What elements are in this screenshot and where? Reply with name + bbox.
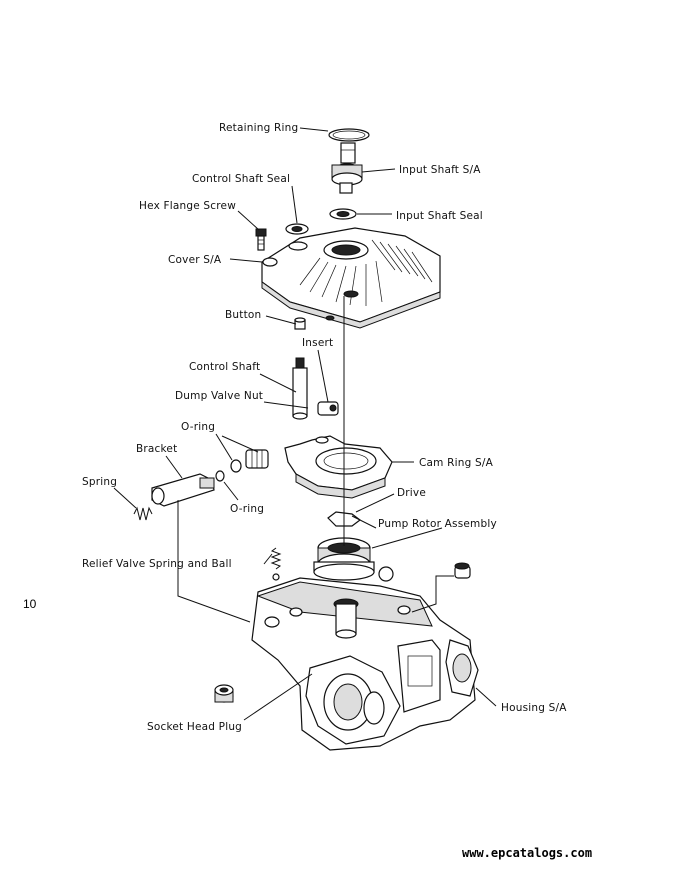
label-drive: Drive	[397, 487, 426, 499]
part-labels: Retaining Ring Input Shaft S/A Control S…	[82, 122, 567, 733]
input-shaft-seal-part	[329, 208, 357, 220]
label-button: Button	[225, 309, 261, 321]
label-o-ring-lower: O-ring	[230, 503, 264, 515]
page-number: 10	[23, 597, 37, 611]
cover-part	[261, 227, 441, 329]
label-socket-head-plug: Socket Head Plug	[147, 721, 242, 733]
o-ring-upper-part	[230, 459, 242, 473]
housing-part	[251, 577, 479, 751]
label-cover-sa: Cover S/A	[168, 254, 222, 266]
watermark: www.epcatalogs.com	[462, 846, 592, 860]
control-shaft-part	[292, 357, 308, 420]
cam-ring-part	[284, 435, 393, 499]
button-part	[294, 317, 306, 330]
insert-part	[317, 401, 339, 416]
label-input-shaft-sa: Input Shaft S/A	[399, 164, 481, 176]
label-o-ring-upper: O-ring	[181, 421, 215, 433]
bracket-part	[151, 473, 215, 507]
relief-valve-spring-part	[270, 547, 282, 581]
plug-right-part	[454, 562, 471, 579]
o-ring-lower-part	[215, 470, 225, 482]
label-housing-sa: Housing S/A	[501, 702, 567, 714]
input-shaft-part	[331, 142, 363, 194]
ball-part	[378, 566, 394, 582]
label-cam-ring-sa: Cam Ring S/A	[419, 457, 494, 469]
label-relief-valve-spring-and-ball: Relief Valve Spring and Ball	[82, 558, 232, 570]
label-input-shaft-seal: Input Shaft Seal	[396, 210, 483, 222]
label-hex-flange-screw: Hex Flange Screw	[139, 200, 236, 212]
label-insert: Insert	[302, 337, 333, 349]
dump-valve-nut-part	[245, 449, 269, 469]
label-spring: Spring	[82, 476, 117, 488]
pump-rotor-part	[313, 537, 375, 581]
label-pump-rotor-assembly: Pump Rotor Assembly	[378, 518, 497, 530]
label-retaining-ring: Retaining Ring	[219, 122, 298, 134]
label-bracket: Bracket	[136, 443, 177, 455]
label-dump-valve-nut: Dump Valve Nut	[175, 390, 263, 402]
leader-lines	[113, 127, 497, 721]
socket-head-plug-part	[214, 684, 234, 703]
hex-flange-screw-part	[255, 228, 267, 251]
spring-part	[133, 506, 153, 521]
label-control-shaft-seal: Control Shaft Seal	[192, 173, 290, 185]
control-shaft-seal-part	[285, 223, 309, 235]
retaining-ring-part	[328, 128, 370, 142]
label-control-shaft: Control Shaft	[189, 361, 260, 373]
